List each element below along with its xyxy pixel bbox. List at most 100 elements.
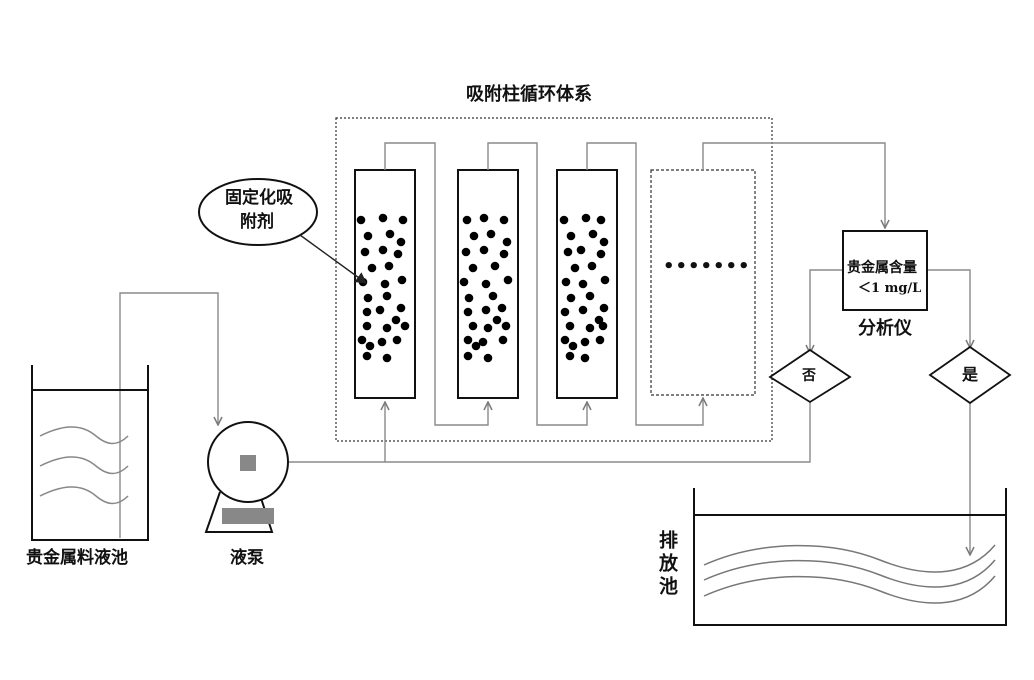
adsorbent-dot [394, 250, 403, 259]
adsorbent-dot [393, 336, 402, 345]
adsorbent-dot [364, 294, 373, 303]
discharge-tank-label: 排放池 [657, 530, 676, 599]
link-pump-to-column [285, 402, 385, 462]
adsorbent-dot [366, 342, 375, 351]
adsorbent-dot [364, 232, 373, 241]
adsorbent-dot [399, 216, 408, 225]
callout-pointer [300, 235, 366, 283]
adsorbent-dot [601, 276, 610, 285]
adsorbent-dot [484, 354, 493, 363]
system-title: 吸附柱循环体系 [466, 86, 592, 104]
adsorbent-dot [588, 262, 597, 271]
adsorbent-dot [597, 250, 606, 259]
adsorbent-dot [561, 336, 570, 345]
adsorbent-dot [562, 278, 571, 287]
adsorbent-dot [600, 238, 609, 247]
adsorbent-dot [586, 324, 595, 333]
adsorbent-dot [493, 316, 502, 325]
adsorbent-dot [358, 336, 367, 345]
adsorbent-dot [383, 292, 392, 301]
feed-tank-label: 贵金属料液池 [26, 550, 128, 567]
adsorbent-dot [383, 354, 392, 363]
adsorbent-dot [600, 304, 609, 313]
link-col2-col3 [488, 143, 587, 425]
adsorbent-dot [581, 338, 590, 347]
adsorbent-dot [379, 214, 388, 223]
adsorbent-dot [596, 336, 605, 345]
adsorbent-dot [460, 278, 469, 287]
adsorbent-dot [491, 262, 500, 271]
adsorbent-dot [386, 230, 395, 239]
adsorbent-dot [577, 246, 586, 255]
liquid-pump [206, 422, 288, 532]
adsorbent-dot [363, 308, 372, 317]
adsorbent-dot [383, 324, 392, 333]
analyzer-reading-line-1: 贵金属含量 [847, 261, 917, 275]
link-to-analyzer [703, 143, 885, 228]
adsorbent-dot [567, 232, 576, 241]
adsorbent-dot [489, 292, 498, 301]
adsorbent-dot [500, 250, 509, 259]
adsorbent-dot [500, 216, 509, 225]
adsorbent-dot [470, 232, 479, 241]
adsorbent-dot [566, 352, 575, 361]
adsorbent-dot [472, 342, 481, 351]
adsorbent-dot [564, 248, 573, 257]
adsorbent-dot [561, 308, 570, 317]
adsorption-column-more [651, 170, 755, 395]
adsorbent-dot [465, 294, 474, 303]
adsorbent-dot [589, 230, 598, 239]
adsorbent-dot [385, 262, 394, 271]
adsorbent-dot [571, 264, 580, 273]
adsorbent-dot [567, 294, 576, 303]
adsorbent-dot [498, 304, 507, 313]
pump-label: 液泵 [230, 550, 264, 567]
adsorbent-dot [464, 336, 473, 345]
adsorbent-dot [579, 280, 588, 289]
adsorbent-dot [464, 352, 473, 361]
adsorbent-dot [504, 276, 513, 285]
adsorbent-dot [376, 306, 385, 315]
link-analyzer-to-no [810, 270, 843, 353]
adsorbent-dot [463, 216, 472, 225]
adsorbent-dot [487, 230, 496, 239]
adsorbent-dot [502, 322, 511, 331]
adsorbent-dot [579, 306, 588, 315]
adsorbent-dot [361, 248, 370, 257]
adsorbent-dot [363, 352, 372, 361]
decision-yes-label: 是 [962, 367, 978, 383]
adsorbent-dot [464, 308, 473, 317]
analyzer-reading-line-2: ＜1 mg/L [858, 282, 921, 295]
adsorbent-dot [586, 292, 595, 301]
adsorbent-dot [379, 246, 388, 255]
adsorbent-dot [484, 324, 493, 333]
link-tank-to-pump [120, 293, 218, 538]
link-analyzer-to-yes [927, 270, 970, 348]
adsorbent-dot [599, 322, 608, 331]
adsorbent-dot [378, 338, 387, 347]
adsorbent-dot [582, 214, 591, 223]
callout-line-2: 附剂 [240, 214, 274, 231]
adsorbent-dot [503, 238, 512, 247]
adsorbent-dot [482, 306, 491, 315]
adsorbent-particles [357, 214, 610, 363]
adsorbent-dot [357, 216, 366, 225]
adsorbent-dot [597, 216, 606, 225]
analyzer-label: 分析仪 [858, 320, 912, 338]
callout-line-1: 固定化吸 [225, 190, 293, 207]
adsorbent-dot [381, 280, 390, 289]
adsorbent-dot [462, 248, 471, 257]
adsorbent-dot [480, 246, 489, 255]
feed-tank [32, 365, 148, 540]
adsorbent-dot [482, 280, 491, 289]
adsorbent-dot [397, 238, 406, 247]
adsorbent-dot [397, 304, 406, 313]
decision-no-label: 否 [802, 369, 816, 383]
ellipsis-more-columns: ••••••• [663, 258, 751, 276]
adsorbent-dot [469, 264, 478, 273]
adsorbent-dot [581, 354, 590, 363]
link-no-return [385, 400, 810, 462]
adsorbent-dot [392, 316, 401, 325]
adsorbent-dot [368, 264, 377, 273]
adsorbent-dot [566, 322, 575, 331]
